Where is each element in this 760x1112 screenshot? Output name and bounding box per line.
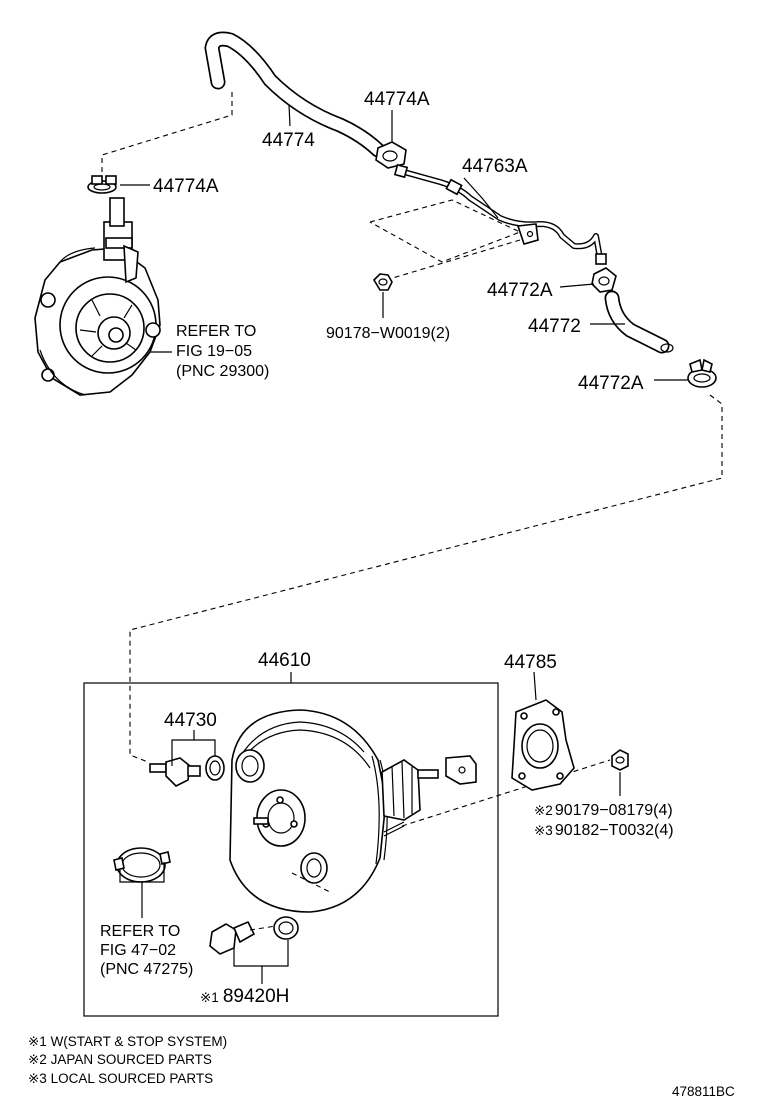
hose-44772-drawing [604,290,674,354]
clip-44774A-left-drawing [87,175,117,194]
label-44774A-upper: 44774A [364,89,430,110]
label-44772A-lower: 44772A [578,373,644,394]
label-44772: 44772 [528,316,581,337]
cyl-ref-line3: (PNC 47275) [100,961,193,978]
label-44730: 44730 [164,710,217,731]
brake-booster-drawing [229,709,477,913]
leader-44774 [288,104,291,127]
pump-ref-line2: FIG 19−05 [176,343,252,360]
cyl-ref-line1: REFER TO [100,923,180,940]
leader-44763A [463,177,499,219]
clip-44772A-upper-drawing [591,267,617,293]
label-44763A: 44763A [462,156,528,177]
clip-44774A-upper-drawing [375,141,407,169]
label-44774: 44774 [262,130,315,151]
label-44772A-upper: 44772A [487,280,553,301]
pump-ref-line1: REFER TO [176,323,256,340]
pipe-44763A-drawing [393,163,607,265]
label-44785: 44785 [504,652,557,673]
dashed-link-nut-stud [401,759,611,827]
nut-90178-drawing [372,273,393,291]
mark-3: ※3 [534,823,553,838]
sensor-89420H-drawing [209,916,299,955]
label-44610: 44610 [258,650,311,671]
label-44774A-left: 44774A [153,176,219,197]
footnote-1: ※1 W(START & STOP SYSTEM) [28,1034,227,1049]
cyl-ref-line2: FIG 47−02 [100,942,176,959]
leader-44772A-upper [559,283,595,288]
nut-90179-drawing [611,749,629,771]
booster-group-box [83,682,499,1017]
gasket-44785-drawing [511,699,575,791]
footnote-3: ※3 LOCAL SOURCED PARTS [28,1071,213,1086]
dashed-stud-guide [291,872,333,894]
check-valve-44730-drawing [149,755,225,787]
footnote-2: ※2 JAPAN SOURCED PARTS [28,1052,212,1067]
hose-44774-drawing [204,31,386,158]
label-90178: 90178−W0019(2) [326,325,450,342]
figure-id: 478811BC [672,1084,735,1099]
clip-44772A-lower-drawing [687,358,717,388]
vacuum-pump-drawing [34,197,161,396]
leader-44785 [533,671,537,701]
pump-ref-line3: (PNC 29300) [176,363,269,380]
dashed-link-nut-bracket [385,239,521,281]
dashed-link-pump-hose [101,90,233,172]
seal-ring-drawing [113,847,171,883]
mark-1: ※1 [200,990,219,1005]
mark-2: ※2 [534,803,553,818]
leader-89420H-bracket [233,940,289,967]
dashed-link-hose-valve [129,394,723,763]
dashed-bracket-outline [369,199,522,263]
